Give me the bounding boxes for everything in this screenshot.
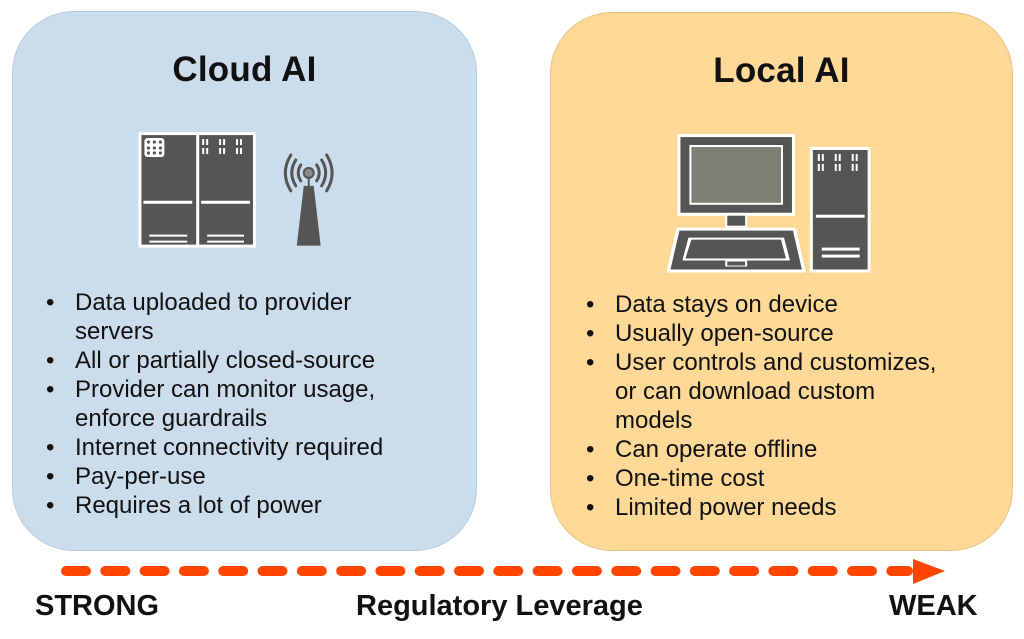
bullet-line: Pay-per-use [75, 463, 206, 490]
arrow-dash [178, 566, 209, 576]
bullet-line: or can download custom [615, 378, 876, 405]
list-item: •Requires a lot of power [46, 492, 322, 519]
arrow-dash [296, 566, 327, 576]
list-item: •Data stays on device [586, 291, 838, 318]
cloud-icons [138, 132, 334, 248]
list-item: •All or partially closed-source [46, 347, 376, 374]
local-icons [666, 134, 871, 273]
arrow-head-icon [913, 559, 945, 584]
arrow-dash [61, 566, 91, 576]
arrow-dash [532, 566, 563, 576]
bullet-line: Usually open-source [615, 320, 834, 347]
bullet-line: Can operate offline [615, 436, 818, 463]
list-item: •Pay-per-use [46, 463, 206, 490]
arrow-dash [650, 566, 681, 576]
regulatory-leverage-label: Regulatory Leverage [356, 590, 643, 622]
arrow-dash [493, 566, 524, 576]
arrow-dash [729, 566, 760, 576]
list-item: •One-time cost [586, 465, 765, 492]
arrow-dash [336, 566, 367, 576]
bullet-line: enforce guardrails [75, 405, 268, 432]
bullet-line: Requires a lot of power [75, 492, 322, 519]
bullet-line: Data uploaded to provider [75, 289, 352, 316]
bullet-line: All or partially closed-source [75, 347, 376, 374]
list-item: •Usually open-source [586, 320, 834, 347]
bullet-line: Provider can monitor usage, [75, 376, 376, 403]
list-item: •Can operate offline [586, 436, 818, 463]
regulatory-leverage-arrow [61, 559, 945, 584]
list-item: •Limited power needs [586, 494, 837, 521]
bullet-line: Data stays on device [615, 291, 838, 318]
arrow-dash [139, 566, 170, 576]
cloud-ai-title: Cloud AI [172, 50, 317, 89]
cloud-ai-panel: Cloud AI [12, 11, 477, 551]
arrow-dash [571, 566, 602, 576]
list-item: •Provider can monitor usage,enforce guar… [46, 376, 376, 432]
arrow-dash [886, 566, 913, 576]
arrow-dash [375, 566, 406, 576]
strong-label: STRONG [35, 590, 160, 622]
bullet-line: models [615, 407, 693, 434]
arrow-dash [100, 566, 131, 576]
arrow-dashes [61, 566, 913, 576]
list-item: •User controls and customizes,or can dow… [586, 349, 937, 434]
bullet-line: User controls and customizes, [615, 349, 937, 376]
bullet-line: servers [75, 318, 154, 345]
bullet-line: One-time cost [615, 465, 765, 492]
arrow-dash [807, 566, 838, 576]
bullet-line: Internet connectivity required [75, 434, 384, 461]
arrow-dash [611, 566, 642, 576]
bullet-line: Limited power needs [615, 494, 837, 521]
antenna-tower-icon [283, 153, 334, 246]
arrow-dash [768, 566, 799, 576]
local-ai-title: Local AI [713, 51, 850, 90]
arrow-dash [257, 566, 288, 576]
arrow-dash [847, 566, 877, 576]
server-rack-icon [138, 132, 256, 248]
list-item: •Internet connectivity required [46, 434, 384, 461]
arrow-dash [218, 566, 249, 576]
tower-pc-icon [809, 147, 871, 273]
local-ai-panel: Local AI [550, 12, 1013, 551]
arrow-dash [689, 566, 720, 576]
arrow-dash [414, 566, 445, 576]
desktop-computer-icon [666, 134, 806, 273]
weak-label: WEAK [889, 590, 978, 622]
arrow-dash [454, 566, 484, 576]
local-ai-bullet-list: •Data stays on device •Usually open-sour… [583, 290, 1003, 522]
